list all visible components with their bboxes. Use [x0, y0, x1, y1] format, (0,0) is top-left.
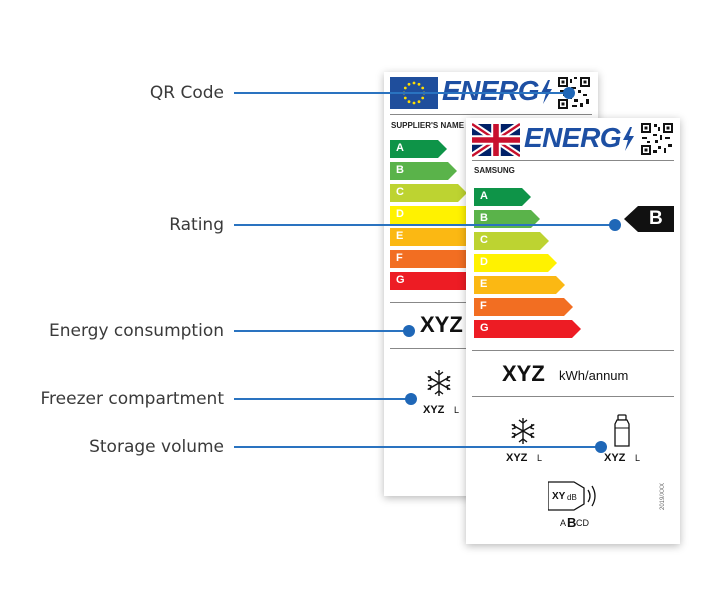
uk-freezer-volume-unit: L: [537, 453, 543, 463]
callout-label-rating: Rating: [169, 215, 224, 235]
callout-label-freezer-compartment: Freezer compartment: [40, 389, 224, 409]
callout-dot-qr-code: [563, 87, 575, 99]
uk-energy-consumption-unit: kWh/annum: [559, 368, 629, 383]
eu-freezer-volume-value: XYZ: [423, 404, 445, 416]
uk-bolt-icon: [623, 127, 634, 151]
eu-rating-letter-a: A: [396, 142, 404, 154]
uk-rating-letter-f: F: [480, 300, 487, 312]
uk-rating-bar-d: [474, 254, 557, 272]
uk-rating-letter-e: E: [480, 278, 488, 290]
eu-rating-letter-b: B: [396, 164, 404, 176]
uk-energy-label: ENERG SAMSUNG A B C D E F G B XYZ kWh/an…: [466, 118, 680, 544]
uk-regulation-number: 2019/XXX: [660, 482, 666, 510]
eu-rating-letter-f: F: [396, 252, 403, 264]
uk-rating-bar-g: [474, 320, 581, 338]
uk-rating-bar-b: [474, 210, 540, 228]
uk-noise-value: XY: [552, 491, 566, 502]
eu-rating-letter-g: G: [396, 274, 405, 286]
eu-rating-bar-e: [390, 228, 487, 246]
eu-rating-bar-b: [390, 162, 457, 180]
uk-noise-class-cd: CD: [576, 518, 589, 528]
uk-noise-class-b: B: [567, 515, 577, 530]
eu-rating-bar-c: [390, 184, 467, 202]
eu-rating-letter-c: C: [396, 186, 404, 198]
uk-rating-bar-c: [474, 232, 549, 250]
eu-rating-letter-e: E: [396, 230, 404, 242]
eu-energy-consumption-value: XYZ: [420, 312, 463, 337]
callout-label-storage-volume: Storage volume: [89, 437, 224, 457]
uk-lower-divider: [472, 396, 674, 397]
eu-rating-bar-d: [390, 206, 477, 224]
uk-rating-bar-a: [474, 188, 531, 206]
uk-freezer-volume-value: XYZ: [506, 452, 528, 464]
uk-rating-bar-f: [474, 298, 573, 316]
uk-storage-volume-unit: L: [635, 453, 641, 463]
uk-qr-code-icon: [641, 123, 673, 155]
callout-line-energy-consumption: [234, 330, 410, 332]
uk-noise-unit: dB: [567, 493, 577, 502]
eu-energy-logo: ENERG: [442, 75, 540, 106]
uk-mid-divider: [472, 350, 674, 351]
callout-line-qr-code: [234, 92, 570, 94]
uk-flag-icon: [472, 123, 520, 157]
uk-snowflake-icon: [511, 418, 535, 444]
uk-energy-logo: ENERG: [524, 122, 622, 153]
uk-rating-indicator-letter: B: [649, 208, 663, 229]
callout-dot-rating: [609, 219, 621, 231]
eu-rating-letter-d: D: [396, 208, 404, 220]
uk-rating-letter-g: G: [480, 322, 489, 334]
callout-dot-storage-volume: [595, 441, 607, 453]
eu-snowflake-icon: [427, 370, 451, 396]
callout-line-storage-volume: [234, 446, 602, 448]
uk-rating-letter-b: B: [480, 212, 488, 224]
callout-label-qr-code: QR Code: [149, 83, 224, 103]
uk-bottle-icon: [614, 414, 630, 447]
uk-storage-volume-value: XYZ: [604, 452, 626, 464]
uk-rating-letter-c: C: [480, 234, 488, 246]
callout-line-rating: [234, 224, 616, 226]
uk-supplier-name: SAMSUNG: [474, 166, 515, 175]
uk-top-divider: [472, 160, 674, 161]
callout-label-energy-consumption: Energy consumption: [49, 321, 224, 341]
eu-freezer-volume-unit: L: [454, 405, 460, 415]
eu-supplier-name: SUPPLIER'S NAME: [391, 121, 465, 130]
callout-dot-freezer-compartment: [405, 393, 417, 405]
callout-dot-energy-consumption: [403, 325, 415, 337]
uk-energy-consumption-value: XYZ: [502, 361, 545, 386]
eu-rating-bar-a: [390, 140, 447, 158]
uk-rating-letter-d: D: [480, 256, 488, 268]
eu-top-divider: [390, 114, 592, 115]
uk-rating-indicator-arrow: [624, 206, 674, 232]
callout-line-freezer-compartment: [234, 398, 412, 400]
uk-rating-letter-a: A: [480, 190, 488, 202]
uk-speaker-icon: [548, 481, 596, 511]
uk-rating-bar-e: [474, 276, 565, 294]
uk-noise-class-a: A: [560, 518, 567, 528]
